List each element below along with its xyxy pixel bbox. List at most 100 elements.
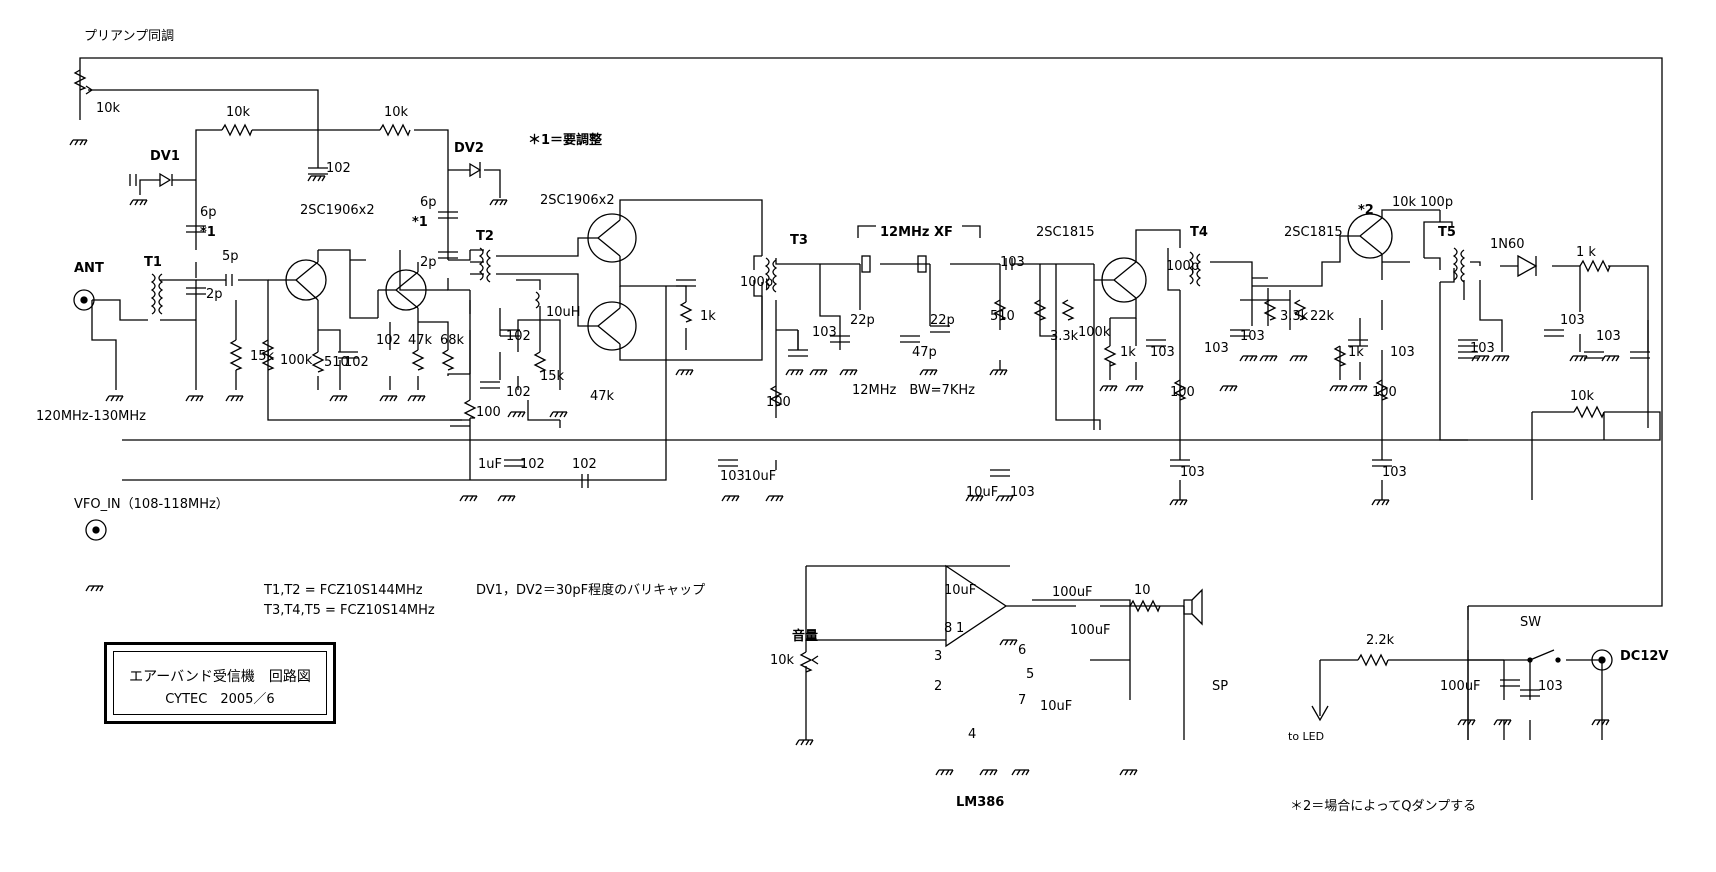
value: 103 xyxy=(1390,345,1415,360)
value: 1k xyxy=(700,309,716,324)
t3-label: T3 xyxy=(790,233,808,248)
component-values: 10k 10k 10k 102 6p 6p 2p 2p 5p 15k 100k … xyxy=(96,101,1621,714)
value: 15k xyxy=(250,349,275,364)
value: 10k xyxy=(96,101,121,116)
value: 103 xyxy=(1010,485,1035,500)
value: 100uF xyxy=(1440,679,1481,694)
value: 102 xyxy=(376,333,401,348)
star-1b: *1 xyxy=(412,215,428,230)
value: 22p xyxy=(850,313,875,328)
value: 103 xyxy=(1150,345,1175,360)
value: 510 xyxy=(990,309,1015,324)
pin-1: 1 xyxy=(956,621,964,636)
title-block-subtitle: CYTEC 2005／6 xyxy=(165,692,275,707)
value: 5p xyxy=(222,249,239,264)
value: 3.3k xyxy=(1280,309,1309,324)
value: 103 xyxy=(1204,341,1229,356)
t5-label: T5 xyxy=(1438,225,1456,240)
lm386-label: LM386 xyxy=(956,795,1004,810)
value: 10k xyxy=(1570,389,1595,404)
value: 10uF xyxy=(966,485,998,500)
value: 102 xyxy=(506,385,531,400)
note-1: ＊1＝要調整 xyxy=(528,132,603,148)
value: 10 xyxy=(1134,583,1151,598)
t1-label: T1 xyxy=(144,255,162,270)
value: 103 xyxy=(1240,329,1265,344)
value: 1k xyxy=(1348,345,1364,360)
value: 510 xyxy=(324,355,349,370)
value: 10uF xyxy=(1040,699,1072,714)
value: 68k xyxy=(440,333,465,348)
q6-label: 2SC1815 xyxy=(1284,225,1343,240)
value: 100p xyxy=(740,275,773,290)
value: 1uF xyxy=(478,457,502,472)
value: 2p xyxy=(206,287,223,302)
q12-label: 2SC1906x2 xyxy=(300,203,375,218)
value: 47k xyxy=(408,333,433,348)
value: 103 xyxy=(720,469,745,484)
value: 47p xyxy=(912,345,937,360)
value: 10k xyxy=(1392,195,1417,210)
value: 22p xyxy=(930,313,955,328)
title-block: エアーバンド受信機 回路図 CYTEC 2005／6 xyxy=(104,642,336,724)
q34-label: 2SC1906x2 xyxy=(540,193,615,208)
value: 102 xyxy=(520,457,545,472)
value: 100p xyxy=(1166,259,1199,274)
value: 100 xyxy=(766,395,791,410)
ant-label: ANT xyxy=(74,261,104,276)
pin-5: 5 xyxy=(1026,667,1034,682)
to-led-label: to LED xyxy=(1288,730,1324,743)
value: 10k xyxy=(770,653,795,668)
wiring xyxy=(79,57,1663,740)
labels: プリアンプ同調 ＊1＝要調整 ＊2＝場合によってQダンプする ANT 120MH… xyxy=(36,29,1668,814)
value: 15k xyxy=(540,369,565,384)
value: 2.2k xyxy=(1366,633,1395,648)
star-1a: *1 xyxy=(200,225,216,240)
vfo-label: VFO_IN（108-118MHz） xyxy=(74,497,229,512)
value: 103 xyxy=(1180,465,1205,480)
value: 102 xyxy=(344,355,369,370)
value: 100 xyxy=(476,405,501,420)
varicap-note: DV1，DV2＝30pF程度のバリキャップ xyxy=(476,582,705,598)
note-2: ＊2＝場合によってQダンプする xyxy=(1290,799,1476,814)
volume-label: 音量 xyxy=(792,628,818,644)
value: 100uF xyxy=(1070,623,1111,638)
value: 100 xyxy=(1372,385,1397,400)
value: 22k xyxy=(1310,309,1335,324)
value: 103 xyxy=(1000,255,1025,270)
pin-7: 7 xyxy=(1018,693,1026,708)
value: 10k xyxy=(226,105,251,120)
xf-info: 12MHz BW=7KHz xyxy=(852,383,975,398)
pin-3: 3 xyxy=(934,649,942,664)
value: 100k xyxy=(1078,325,1111,340)
components xyxy=(73,69,1650,722)
t4-label: T4 xyxy=(1190,225,1208,240)
value: 1 k xyxy=(1576,245,1596,260)
value: 102 xyxy=(506,329,531,344)
value: 100uF xyxy=(1052,585,1093,600)
value: 103 xyxy=(1596,329,1621,344)
value: 102 xyxy=(326,161,351,176)
pin-6: 6 xyxy=(1018,643,1026,658)
value: 102 xyxy=(572,457,597,472)
coils-label-1: T1,T2 = FCZ10S144MHz xyxy=(263,583,423,598)
switch-label: SW xyxy=(1520,615,1541,630)
preamp-tune-label: プリアンプ同調 xyxy=(84,29,174,44)
ant-range-label: 120MHz-130MHz xyxy=(36,409,146,424)
dv1-label: DV1 xyxy=(150,149,180,164)
value: 103 xyxy=(812,325,837,340)
value: 103 xyxy=(1470,341,1495,356)
value: 6p xyxy=(420,195,437,210)
d1-label: 1N60 xyxy=(1490,237,1525,252)
xf-label: 12MHz XF xyxy=(880,225,953,240)
value: 3.3k xyxy=(1050,329,1079,344)
value: 10k xyxy=(384,105,409,120)
pin-8: 8 xyxy=(944,621,952,636)
title-block-title: エアーバンド受信機 回路図 xyxy=(129,669,311,685)
value: 47k xyxy=(590,389,615,404)
value: 103 xyxy=(1382,465,1407,480)
t2-label: T2 xyxy=(476,229,494,244)
q5-label: 2SC1815 xyxy=(1036,225,1095,240)
pin-2: 2 xyxy=(934,679,942,694)
